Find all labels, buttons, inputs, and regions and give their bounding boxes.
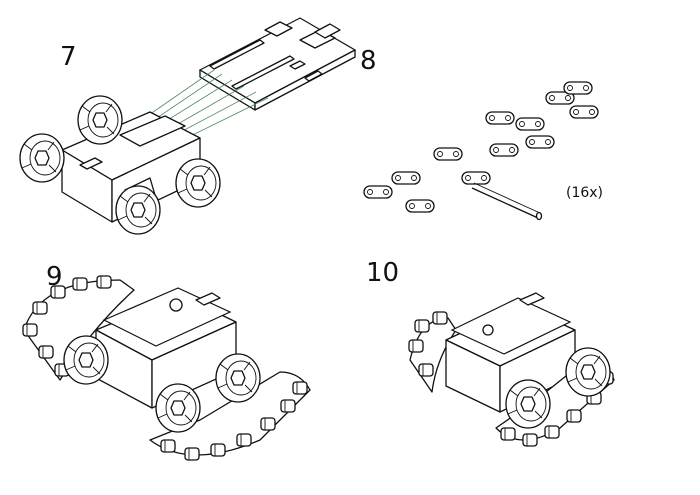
step-9-front-wheel <box>155 383 201 433</box>
step-9-illustration <box>22 275 311 461</box>
step-9-left-wheel <box>63 335 109 385</box>
step-9-rear-wheel <box>215 353 261 403</box>
right-track <box>149 371 311 461</box>
step-7-number: 7 <box>60 42 77 72</box>
arduino-board <box>198 17 357 111</box>
step-8-number: 8 <box>360 46 377 76</box>
step-7-illustration <box>19 17 357 235</box>
rear-left-wheel <box>77 95 123 145</box>
front-right-wheel <box>115 185 161 235</box>
rear-right-wheel <box>175 158 221 208</box>
step-8-quantity: (16x) <box>566 185 604 201</box>
step-9-number: 9 <box>46 262 63 292</box>
step-10-rear-wheel <box>565 347 611 397</box>
step-10-front-wheel <box>505 379 551 429</box>
front-left-wheel <box>19 133 65 183</box>
step-10-number: 10 <box>366 258 400 288</box>
link-pin <box>471 182 543 221</box>
chassis <box>61 111 201 223</box>
step-10-illustration <box>408 292 615 447</box>
step-8-illustration <box>363 81 599 221</box>
